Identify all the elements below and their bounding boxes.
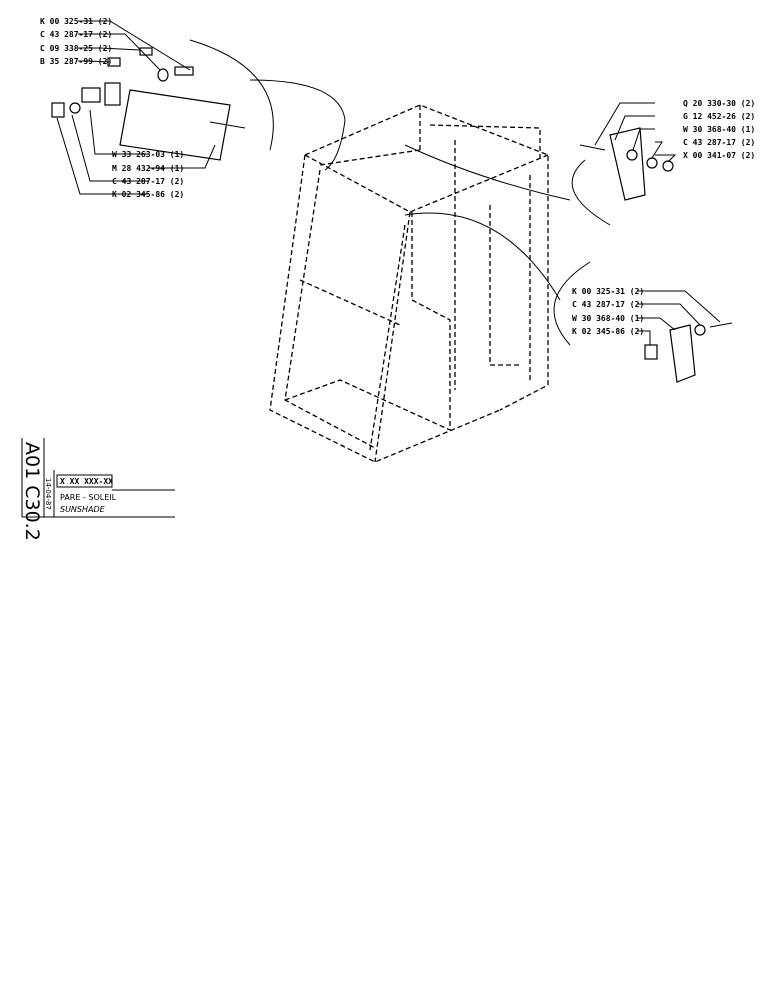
part-label: W 30 368-40 (1): [572, 314, 644, 323]
part-label: W 30 368-40 (1): [683, 125, 755, 134]
part-label: K 02 345-86 (2): [112, 190, 184, 199]
part-label: G 12 452-26 (2): [683, 112, 755, 121]
part-label: C 43 287-17 (2): [683, 138, 755, 147]
part-labels-right-upper: Q 20 330-30 (2) G 12 452-26 (2) W 30 368…: [683, 99, 755, 160]
right-upper-bracket: [579, 127, 674, 201]
part-labels-right-lower: K 00 325-31 (2) C 43 287-17 (2) W 30 368…: [572, 287, 644, 336]
part-label: C 43 287-17 (2): [40, 30, 112, 39]
drawing-date: 14-04-87: [44, 478, 52, 510]
part-label: K 02 345-86 (2): [572, 327, 644, 336]
part-label: K 00 325-31 (2): [40, 17, 112, 26]
cab-outline: [269, 104, 549, 463]
part-labels-left-upper: K 00 325-31 (2) C 43 287-17 (2) C 09 338…: [40, 17, 112, 66]
part-label: B 35 287-99 (2): [40, 57, 112, 66]
part-label: C 43 287-17 (2): [572, 300, 644, 309]
leader-lines: [56, 20, 721, 345]
sheet-code: A01 C30.2: [21, 442, 43, 541]
part-labels-left-lower: W 33 263-03 (1) M 28 432-94 (1) C 43 287…: [112, 150, 184, 199]
part-label: W 33 263-03 (1): [112, 150, 184, 159]
left-sunshade-assembly: [51, 47, 246, 161]
detail-arcs: [189, 39, 611, 346]
part-label: X 00 341-07 (2): [683, 151, 755, 160]
title-english: SUNSHADE: [60, 505, 106, 514]
part-label: C 09 338-25 (2): [40, 44, 112, 53]
part-label: M 28 432-94 (1): [112, 164, 184, 173]
right-lower-bracket: [644, 322, 733, 383]
title-block: A01 C30.2 14-04-87 X XX XXX-XX PARE - SO…: [21, 438, 175, 541]
part-label: C 43 287-17 (2): [112, 177, 184, 186]
part-label: Q 20 330-30 (2): [683, 99, 755, 108]
part-number: X XX XXX-XX: [60, 477, 113, 486]
title-french: PARE - SOLEIL: [60, 493, 117, 502]
part-label: K 00 325-31 (2): [572, 287, 644, 296]
